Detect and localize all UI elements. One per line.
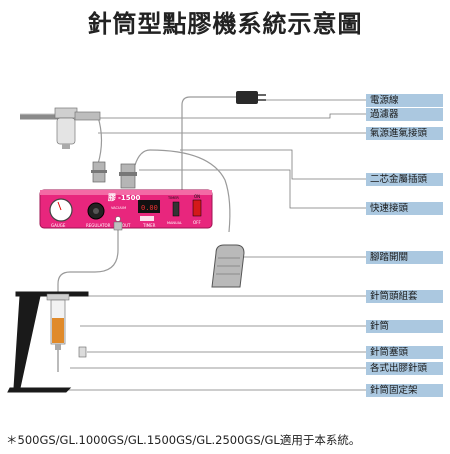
- label-syringe-head-set: 針筒頭組套: [366, 290, 443, 303]
- machine-brand: 膠: [108, 192, 116, 202]
- output-coupling: [113, 221, 123, 231]
- label-power-cord: 電源線: [366, 94, 443, 107]
- leader-quick-connector: [139, 169, 366, 209]
- air-filter: [20, 107, 101, 149]
- air-out-label: AIR OUT: [114, 223, 131, 228]
- timer-display-value: 0.00: [141, 204, 158, 212]
- label-foot-pedal: 腳踏開關: [366, 251, 443, 264]
- power-switch: [192, 199, 202, 217]
- leader-plug: [180, 149, 366, 180]
- label-syringe-stand: 針筒固定架: [366, 384, 443, 397]
- air-out-port: [115, 216, 121, 222]
- label-two-pin-plug: 二芯金屬插頭: [366, 173, 443, 186]
- timer-display: [138, 200, 160, 213]
- pedal-cable: [134, 149, 231, 233]
- syringe-stand: [7, 291, 89, 393]
- regulator-label: REGULATOR: [86, 223, 111, 228]
- off-label: OFF: [193, 220, 201, 225]
- on-label: ON: [194, 194, 200, 199]
- footnote: ＊500GS/GL.1000GS/GL.1500GS/GL.2500GS/GL適…: [6, 433, 361, 447]
- foot-pedal: [211, 244, 245, 288]
- power-plug: [236, 91, 266, 104]
- leader-filter: [98, 113, 366, 119]
- cables: [57, 96, 236, 293]
- syringe-plunger: [78, 346, 87, 358]
- page-title: 針筒型點膠機系統示意圖: [87, 10, 363, 38]
- label-syringe-plunger: 針筒塞頭: [366, 346, 443, 359]
- two-pin-plug: [119, 163, 137, 189]
- machine-model: -1500: [118, 194, 141, 202]
- timer-label: TIMER: [142, 223, 156, 228]
- gauge-label: GAUGE: [51, 223, 66, 228]
- air-hose-filter: [97, 116, 103, 165]
- syringe: [46, 293, 70, 372]
- timer-knob-label: TIMER: [167, 196, 179, 200]
- timer-manual-switch: [172, 201, 180, 217]
- dispenser-machine: [39, 189, 213, 229]
- label-syringe: 針筒: [366, 320, 443, 333]
- vacuum-label: VACUUM: [111, 206, 126, 210]
- label-quick-connector: 快速接頭: [366, 202, 443, 215]
- leader-lines: [60, 99, 366, 391]
- power-cable: [181, 96, 236, 192]
- syringe-air-hose: [57, 225, 119, 293]
- label-filter: 過濾器: [366, 108, 443, 121]
- label-air-inlet: 氣源進氣接頭: [366, 127, 443, 140]
- air-inlet-connector: [91, 161, 107, 183]
- label-dispensing-needles: 各式出膠針頭: [366, 362, 443, 375]
- manual-label: MANUAL: [167, 221, 182, 225]
